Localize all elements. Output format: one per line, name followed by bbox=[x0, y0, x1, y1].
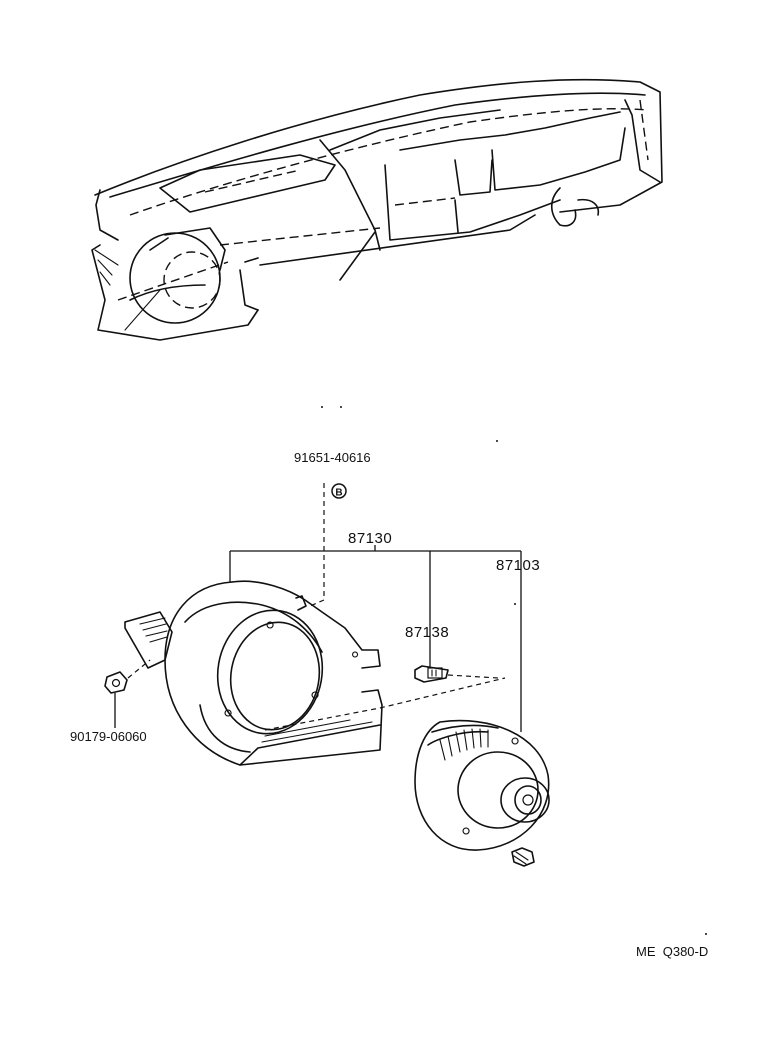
part-label-bolt: 91651-40616 bbox=[294, 450, 371, 465]
resistor-illustration bbox=[414, 665, 499, 683]
instrument-panel-illustration bbox=[91, 78, 663, 341]
part-label-resistor: 87138 bbox=[405, 624, 449, 641]
bolt-b-callout-icon: B bbox=[331, 483, 347, 499]
blower-housing-illustration bbox=[124, 580, 506, 766]
part-label-nut: 90179-06060 bbox=[70, 729, 147, 744]
blower-motor-illustration bbox=[414, 719, 550, 851]
diagram-code: ME Q380-D bbox=[636, 944, 708, 959]
paper-specks bbox=[321, 406, 707, 935]
callout-b-letter: B bbox=[335, 488, 342, 499]
assembly-bracket-lines bbox=[229, 545, 522, 732]
nut-illustration bbox=[104, 659, 151, 728]
part-label-blower-assy: 87130 bbox=[348, 530, 392, 547]
screw-icon bbox=[511, 847, 535, 867]
bolt-leader bbox=[309, 483, 325, 607]
part-label-motor: 87103 bbox=[496, 557, 540, 574]
